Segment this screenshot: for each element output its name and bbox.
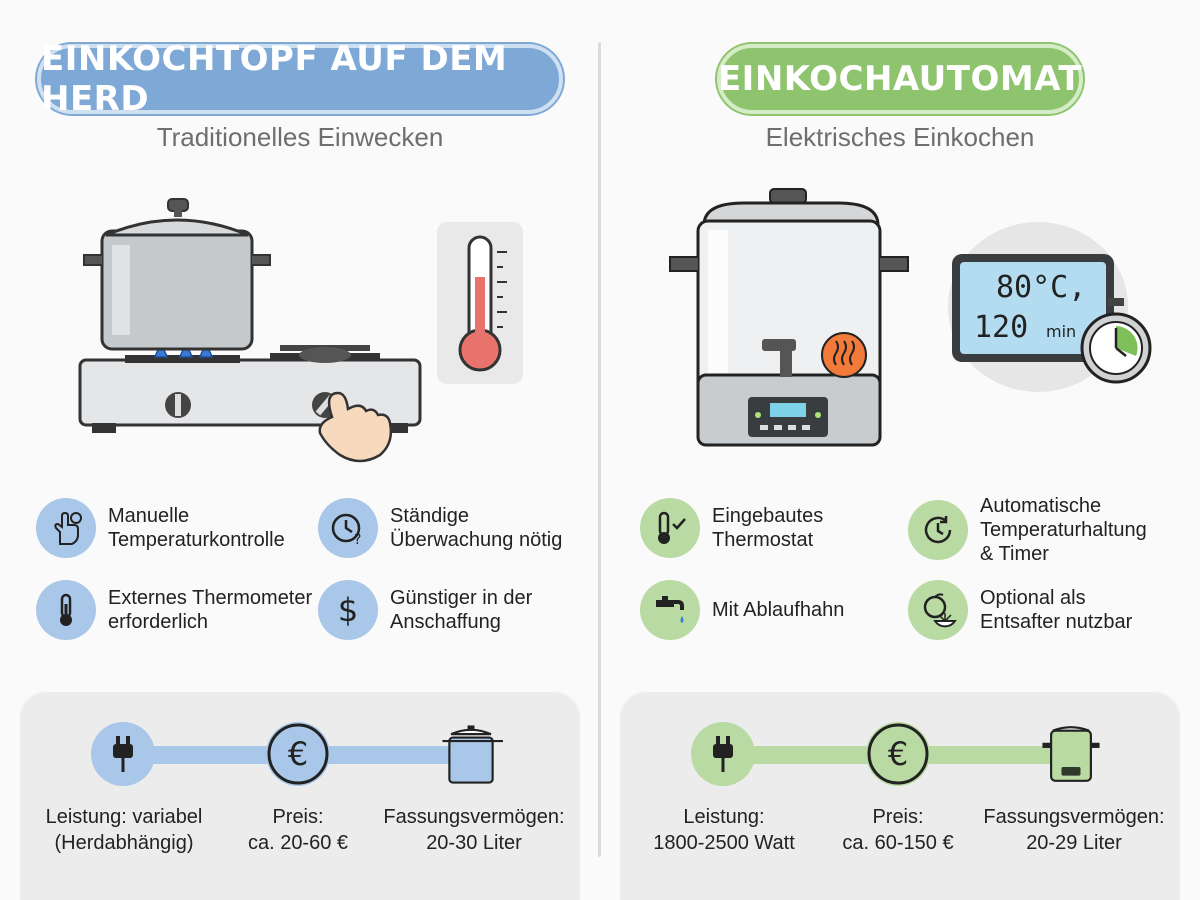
dollar-icon: $ (318, 580, 378, 640)
clock-arrow-icon (908, 500, 968, 560)
center-divider (598, 42, 601, 857)
stove-with-pot-illustration (78, 198, 422, 463)
feature-external-thermometer: Externes Thermometer erforderlich (36, 580, 312, 640)
faucet-icon (640, 580, 700, 640)
feature-thermostat: Eingebautes Thermostat (640, 498, 823, 558)
thermometer-icon (36, 580, 96, 640)
feature-cheaper: $ Günstiger in der Anschaffung (318, 580, 532, 640)
citrus-icon (908, 580, 968, 640)
automatic-subtitle: Elektrisches Einkochen (765, 122, 1035, 152)
plug-icon (91, 722, 155, 786)
stat-capacity: Fassungsvermögen: 20-29 Liter (983, 806, 1165, 854)
feature-text: Optional als Entsafter nutzbar (980, 587, 1133, 633)
feature-text: Mit Ablaufhahn (712, 599, 845, 621)
thermometer-illustration (437, 222, 523, 384)
euro-icon: € (866, 722, 930, 786)
plug-icon (691, 722, 755, 786)
feature-timer: Automatische Temperaturhaltung & Timer (908, 494, 1147, 566)
display-unit: min (1046, 322, 1077, 341)
hand-gear-icon (36, 498, 96, 558)
svg-text:€: € (888, 735, 908, 773)
pot-icon (439, 722, 503, 786)
svg-text:€: € (288, 735, 308, 773)
stat-price: Preis: ca. 60-150 € (842, 806, 954, 854)
stat-capacity: Fassungsvermögen: 20-30 Liter (383, 806, 565, 854)
display-temp: 80°C, (996, 270, 1087, 305)
feature-text: Eingebautes Thermostat (712, 505, 824, 551)
stat-price: Preis: ca. 20-60 € (247, 806, 349, 854)
feature-tap: Mit Ablaufhahn (640, 580, 844, 640)
stovetop-title: EINKOCHTOPF AUF DEM HERD (37, 39, 563, 119)
feature-manual-control: Manuelle Temperaturkontrolle (36, 498, 285, 558)
euro-icon: € (266, 722, 330, 786)
feature-monitoring: ? Ständige Überwachung nötig (318, 498, 562, 558)
stopwatch-icon (1080, 298, 1152, 384)
cooker-icon (1039, 722, 1103, 786)
digital-display: 80°C, 120 min (948, 222, 1158, 392)
thermometer-check-icon (640, 498, 700, 558)
feature-text: Automatische Temperaturhaltung & Timer (980, 495, 1147, 565)
feature-juicer: Optional als Entsafter nutzbar (908, 580, 1132, 640)
feature-text: Externes Thermometer erforderlich (108, 587, 313, 633)
automatic-title: EINKOCHAUTOMAT (717, 44, 1083, 114)
feature-text: Manuelle Temperaturkontrolle (108, 505, 285, 551)
automatic-column: EINKOCHAUTOMAT Elektrisches Einkochen 80… (600, 0, 1200, 900)
stat-power: Leistung: 1800-2500 Watt (653, 806, 795, 854)
stovetop-column: EINKOCHTOPF AUF DEM HERD Traditionelles … (20, 39, 580, 900)
feature-text: Günstiger in der Anschaffung (390, 587, 533, 633)
stat-power: Leistung: variabel (Herdabhängig) (45, 806, 203, 854)
display-time: 120 (974, 310, 1029, 345)
feature-text: Ständige Überwachung nötig (390, 505, 563, 551)
electric-canner-illustration (669, 188, 909, 447)
stovetop-subtitle: Traditionelles Einwecken (156, 122, 444, 152)
svg-text:?: ? (354, 532, 361, 546)
clock-question-icon: ? (318, 498, 378, 558)
